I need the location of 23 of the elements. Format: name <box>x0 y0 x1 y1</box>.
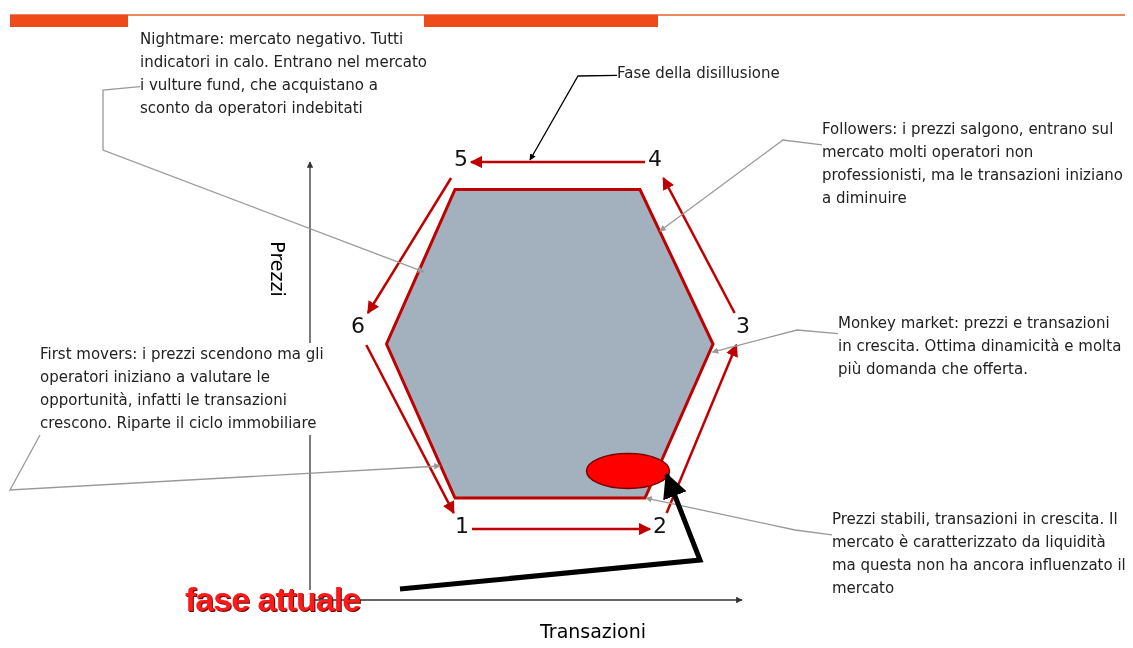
leader-line <box>529 74 618 161</box>
phase-number: 2 <box>650 513 670 545</box>
phase-number: 6 <box>348 313 368 345</box>
cycle-hexagon <box>385 188 715 500</box>
axis-label: Prezzi <box>266 241 289 297</box>
cycle-arrow <box>662 176 736 314</box>
cycle-arrow <box>472 522 652 536</box>
phase-number: 5 <box>451 146 471 178</box>
phase-number: 4 <box>645 146 665 178</box>
arrow <box>399 472 704 592</box>
cycle-arrow <box>366 177 453 315</box>
leader-line <box>102 86 425 273</box>
leader-line <box>8 434 441 491</box>
phase-number: 3 <box>733 313 753 345</box>
current-phase-label: fase attuale <box>185 580 400 619</box>
cycle-arrow <box>665 343 738 514</box>
axis-label: Transazioni <box>540 620 647 642</box>
phase-number: 1 <box>452 513 472 545</box>
leader-line <box>659 139 823 232</box>
cycle-arrow <box>469 155 645 169</box>
leader-line <box>645 496 833 536</box>
cycle-arrow <box>365 344 455 515</box>
leader-line <box>711 329 839 354</box>
